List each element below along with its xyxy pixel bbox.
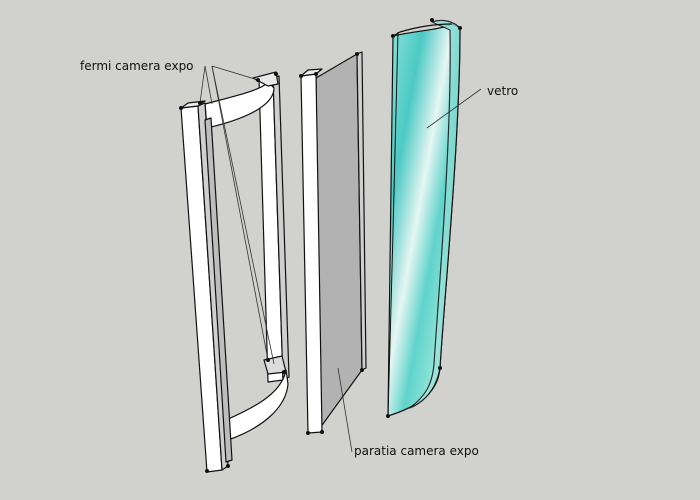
label-vetro: vetro: [487, 84, 519, 98]
leader-line-paratia: [337, 367, 353, 453]
frame-inner-rail: [204, 117, 233, 463]
vertex-markers: [179, 18, 462, 473]
glass-panel: [387, 19, 461, 417]
bottom-curved-bracket: [225, 355, 289, 441]
leader-lines-fermi: [199, 65, 275, 365]
label-paratia-camera-expo: paratia camera expo: [354, 444, 479, 458]
label-fermi-camera-expo: fermi camera expo: [80, 59, 194, 73]
partition-panel: [300, 51, 367, 434]
leader-line-vetro: [426, 88, 482, 129]
frame-assembly: [180, 71, 290, 473]
